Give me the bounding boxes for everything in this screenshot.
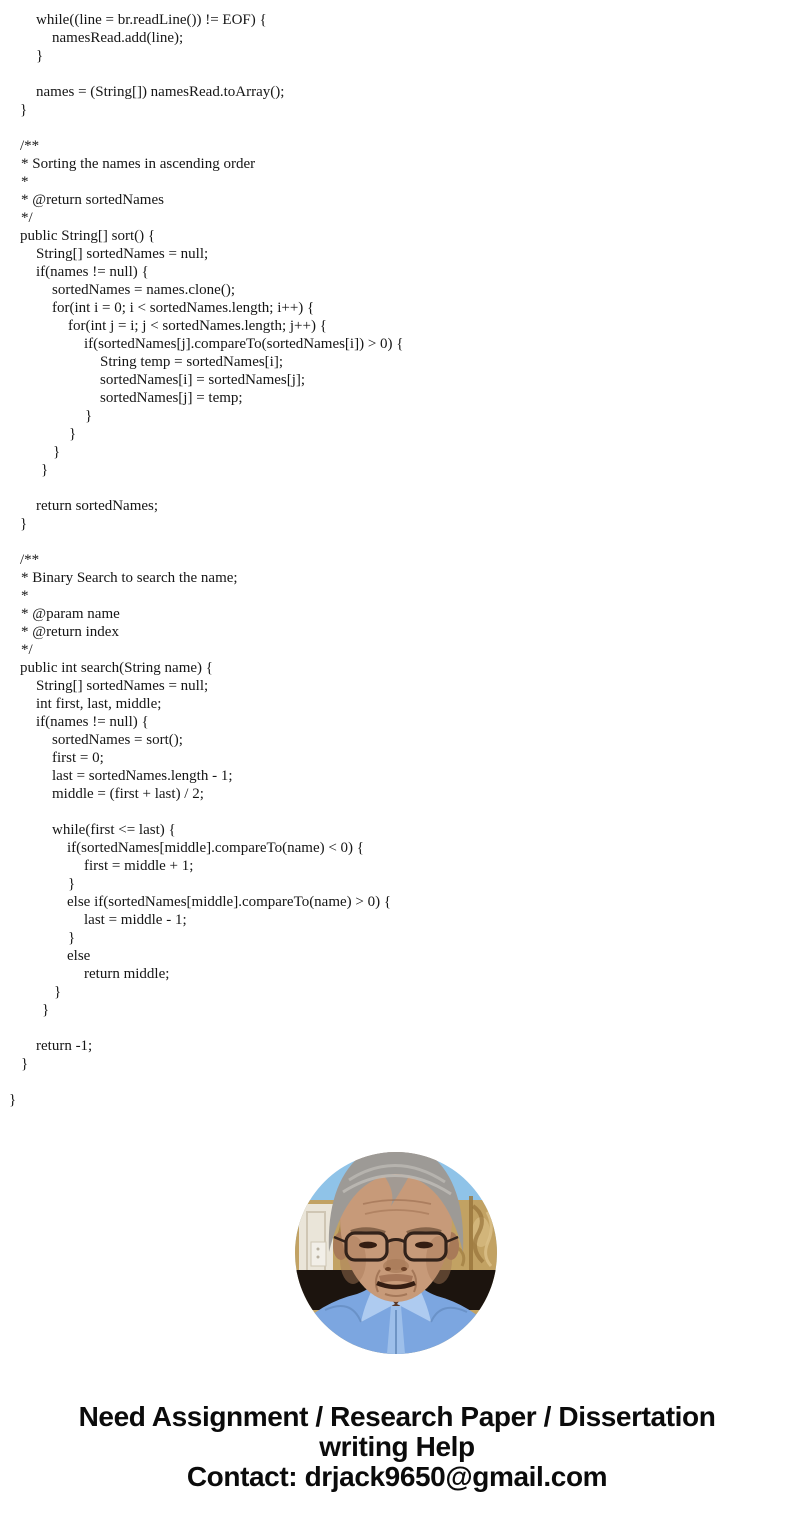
code-line [0,479,794,497]
code-line: last = middle - 1; [84,912,187,928]
tutor-photo-image [295,1152,497,1354]
code-line: first = 0; [52,750,104,766]
code-line: } [54,984,62,1000]
code-line: /** [20,138,40,154]
code-line [0,803,794,821]
code-line: sortedNames = names.clone(); [52,282,235,298]
code-line: middle = (first + last) / 2; [52,786,204,802]
ad-heading-line1: Need Assignment / Research Paper / Disse… [78,1401,716,1432]
code-line: } [9,1092,17,1108]
code-line: * [21,588,29,604]
code-line: } [68,876,76,892]
code-line: * [21,174,29,190]
code-line: last = sortedNames.length - 1; [52,768,233,784]
tutor-photo [295,1152,497,1354]
code-line [0,1019,794,1037]
code-line: while((line = br.readLine()) != EOF) { [36,12,267,28]
photo-face [328,1152,464,1302]
code-line: while(first <= last) { [52,822,176,838]
code-line: * @return sortedNames [21,192,164,208]
code-line: public String[] sort() { [20,228,156,244]
code-line: * Sorting the names in ascending order [21,156,256,172]
java-code-block: while((line = br.readLine()) != EOF) { na… [0,11,794,1109]
photo-glasses [333,1231,459,1262]
code-line: } [20,516,28,532]
code-line: } [68,930,76,946]
code-line: */ [21,210,33,226]
code-line: return sortedNames; [36,498,159,514]
code-line: * @return index [21,624,119,640]
ad-heading-line2: writing Help [319,1431,475,1462]
code-line: sortedNames[i] = sortedNames[j]; [100,372,306,388]
code-line: return middle; [84,966,170,982]
code-line: else if(sortedNames[middle].compareTo(na… [67,894,392,910]
code-line [0,119,794,137]
code-line: if(sortedNames[j].compareTo(sortedNames[… [84,336,404,352]
code-line: } [53,444,61,460]
code-line: names = (String[]) namesRead.toArray(); [36,84,285,100]
code-line: sortedNames[j] = temp; [100,390,243,406]
code-line: return -1; [36,1038,93,1054]
code-line: */ [21,642,33,658]
code-line: String[] sortedNames = null; [36,678,209,694]
code-line: } [20,102,28,118]
code-line: * @param name [21,606,120,622]
code-line: if(sortedNames[middle].compareTo(name) <… [67,840,364,856]
code-line: } [69,426,77,442]
code-line [0,65,794,83]
code-line: } [42,1002,50,1018]
code-line: String temp = sortedNames[i]; [100,354,284,370]
ad-banner: Need Assignment / Research Paper / Disse… [0,1402,794,1492]
code-line: if(names != null) { [36,714,149,730]
ad-contact-line: Contact: drjack9650@gmail.com [186,1461,608,1492]
code-line: } [21,1056,29,1072]
code-line [0,1073,794,1091]
code-line: namesRead.add(line); [52,30,184,46]
code-line: } [85,408,93,424]
code-line: int first, last, middle; [36,696,162,712]
code-line: for(int i = 0; i < sortedNames.length; i… [52,300,315,316]
code-line: else [67,948,91,964]
code-line: public int search(String name) { [20,660,213,676]
code-line: } [41,462,49,478]
code-line [0,533,794,551]
code-line: sortedNames = sort(); [52,732,183,748]
code-line: } [36,48,44,64]
code-line: first = middle + 1; [84,858,194,874]
code-line: for(int j = i; j < sortedNames.length; j… [68,318,327,334]
code-line: if(names != null) { [36,264,149,280]
code-line: String[] sortedNames = null; [36,246,209,262]
code-line: /** [20,552,40,568]
code-line: * Binary Search to search the name; [21,570,238,586]
